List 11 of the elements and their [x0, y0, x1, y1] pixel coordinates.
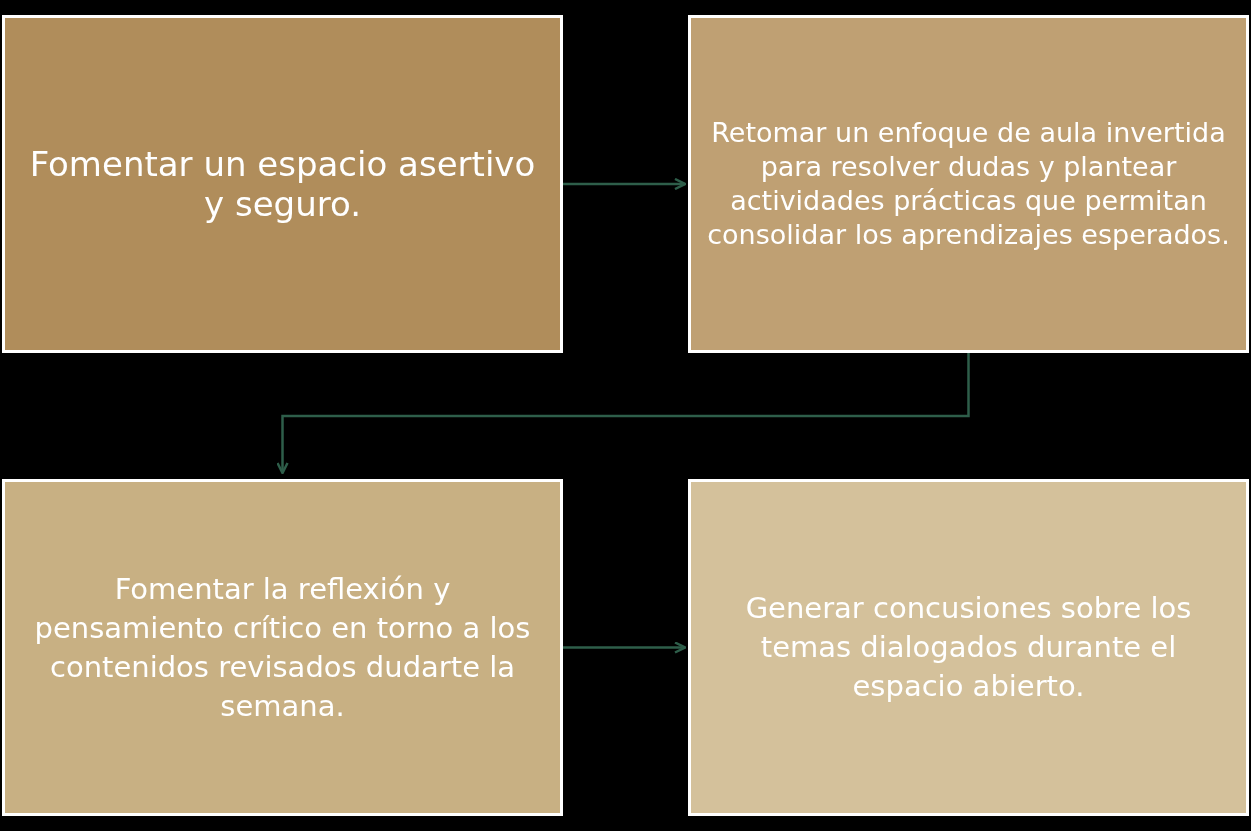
process-box	[2, 15, 563, 353]
arrow	[276, 353, 970, 475]
box-text: Retomar un enfoque de aula invertida para resolver dudas y plantear actividades prácticas que permitan consolidar los aprendizajes esperados.	[707, 116, 1230, 252]
process-box	[2, 479, 563, 816]
box-text: Fomentar un espacio asertivo y seguro.	[28, 144, 537, 224]
process-box	[688, 15, 1249, 353]
arrow	[563, 177, 687, 191]
process-box	[688, 479, 1249, 816]
box-text: Fomentar la reflexión y pensamiento crítico en torno a los contenidos revisados dudarte la semana.	[33, 570, 532, 725]
arrow	[563, 641, 687, 654]
box-text: Generar concusiones sobre los temas dialogados durante el espacio abierto.	[744, 590, 1193, 705]
